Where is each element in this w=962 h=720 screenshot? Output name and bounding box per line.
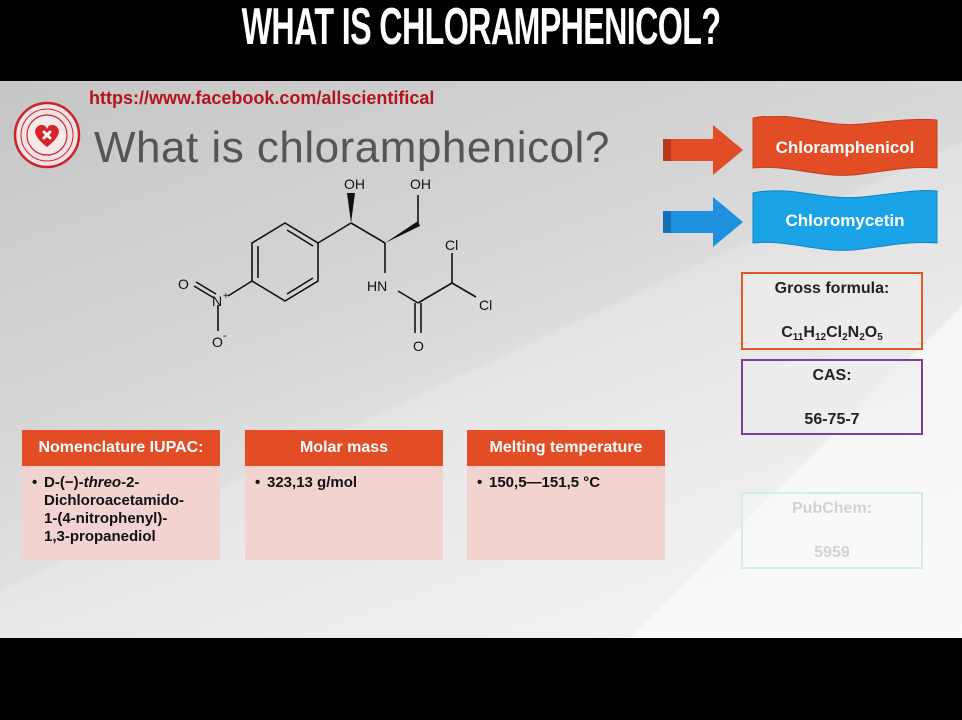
cas-value: 56-75-7	[804, 411, 860, 428]
iupac-card: Nomenclature IUPAC: • D-(−)-threo-2-Dich…	[22, 430, 220, 560]
slide: https://www.facebook.com/allscientifical…	[0, 81, 962, 638]
charge-label: -	[223, 330, 227, 342]
video-title-bar: WHAT IS CHLORAMPHENICOL?	[0, 0, 962, 80]
slide-title: What is chloramphenicol?	[94, 123, 610, 172]
cas-label: CAS:	[812, 367, 852, 384]
card-header: Melting temperature	[467, 430, 665, 466]
gross-formula-value: C11H12Cl2N2O5	[781, 324, 883, 343]
oxygen-label: O	[413, 338, 424, 354]
card-header: Molar mass	[245, 430, 443, 466]
name-banner-chloromycetin: Chloromycetin	[752, 189, 938, 253]
video-title: WHAT IS CHLORAMPHENICOL?	[241, 0, 721, 56]
melting-temperature-card: Melting temperature • 150,5—151,5 °C	[467, 430, 665, 560]
card-body: • 150,5—151,5 °C	[477, 474, 601, 491]
card-body: • D-(−)-threo-2-Dichloroacetamido-1-(4-n…	[32, 474, 185, 545]
pubchem-value: 5959	[814, 544, 850, 561]
heart-medical-cross-seal-icon	[13, 101, 81, 169]
banner-label: Chloromycetin	[785, 211, 905, 230]
oh-label: OH	[410, 176, 431, 192]
oxygen-label: O	[212, 334, 223, 350]
charge-label: +	[223, 291, 229, 302]
banner-label: Chloramphenicol	[775, 138, 915, 157]
gross-formula-label: Gross formula:	[774, 280, 890, 297]
card-body: • 323,13 g/mol	[255, 474, 358, 491]
bottom-letterbox	[0, 638, 962, 720]
facebook-link[interactable]: https://www.facebook.com/allscientifical	[89, 88, 435, 108]
chlorine-label: Cl	[445, 237, 458, 253]
gross-formula-box: Gross formula: C11H12Cl2N2O5	[741, 272, 923, 350]
iupac-name: D-(−)-threo-2-Dichloroacetamido-1-(4-nit…	[44, 474, 185, 545]
amine-label: HN	[367, 278, 387, 294]
cas-box: CAS: 56-75-7	[741, 359, 923, 435]
arrow-right-icon	[663, 197, 743, 247]
oxygen-label: O	[178, 276, 189, 292]
card-header: Nomenclature IUPAC:	[22, 430, 220, 466]
name-banner-chloramphenicol: Chloramphenicol	[752, 116, 938, 180]
pubchem-box: PubChem: 5959	[741, 492, 923, 569]
molar-mass-value: 323,13 g/mol	[267, 474, 358, 491]
nitrogen-label: N	[212, 293, 222, 309]
arrow-right-icon	[663, 125, 743, 175]
chlorine-label: Cl	[479, 297, 492, 313]
molar-mass-card: Molar mass • 323,13 g/mol	[245, 430, 443, 560]
pubchem-label: PubChem:	[792, 500, 872, 517]
chloramphenicol-structure-diagram: OH OH Cl Cl HN O O N + O -	[178, 176, 492, 354]
melting-temperature-value: 150,5—151,5 °C	[489, 474, 601, 491]
oh-label: OH	[344, 176, 365, 192]
